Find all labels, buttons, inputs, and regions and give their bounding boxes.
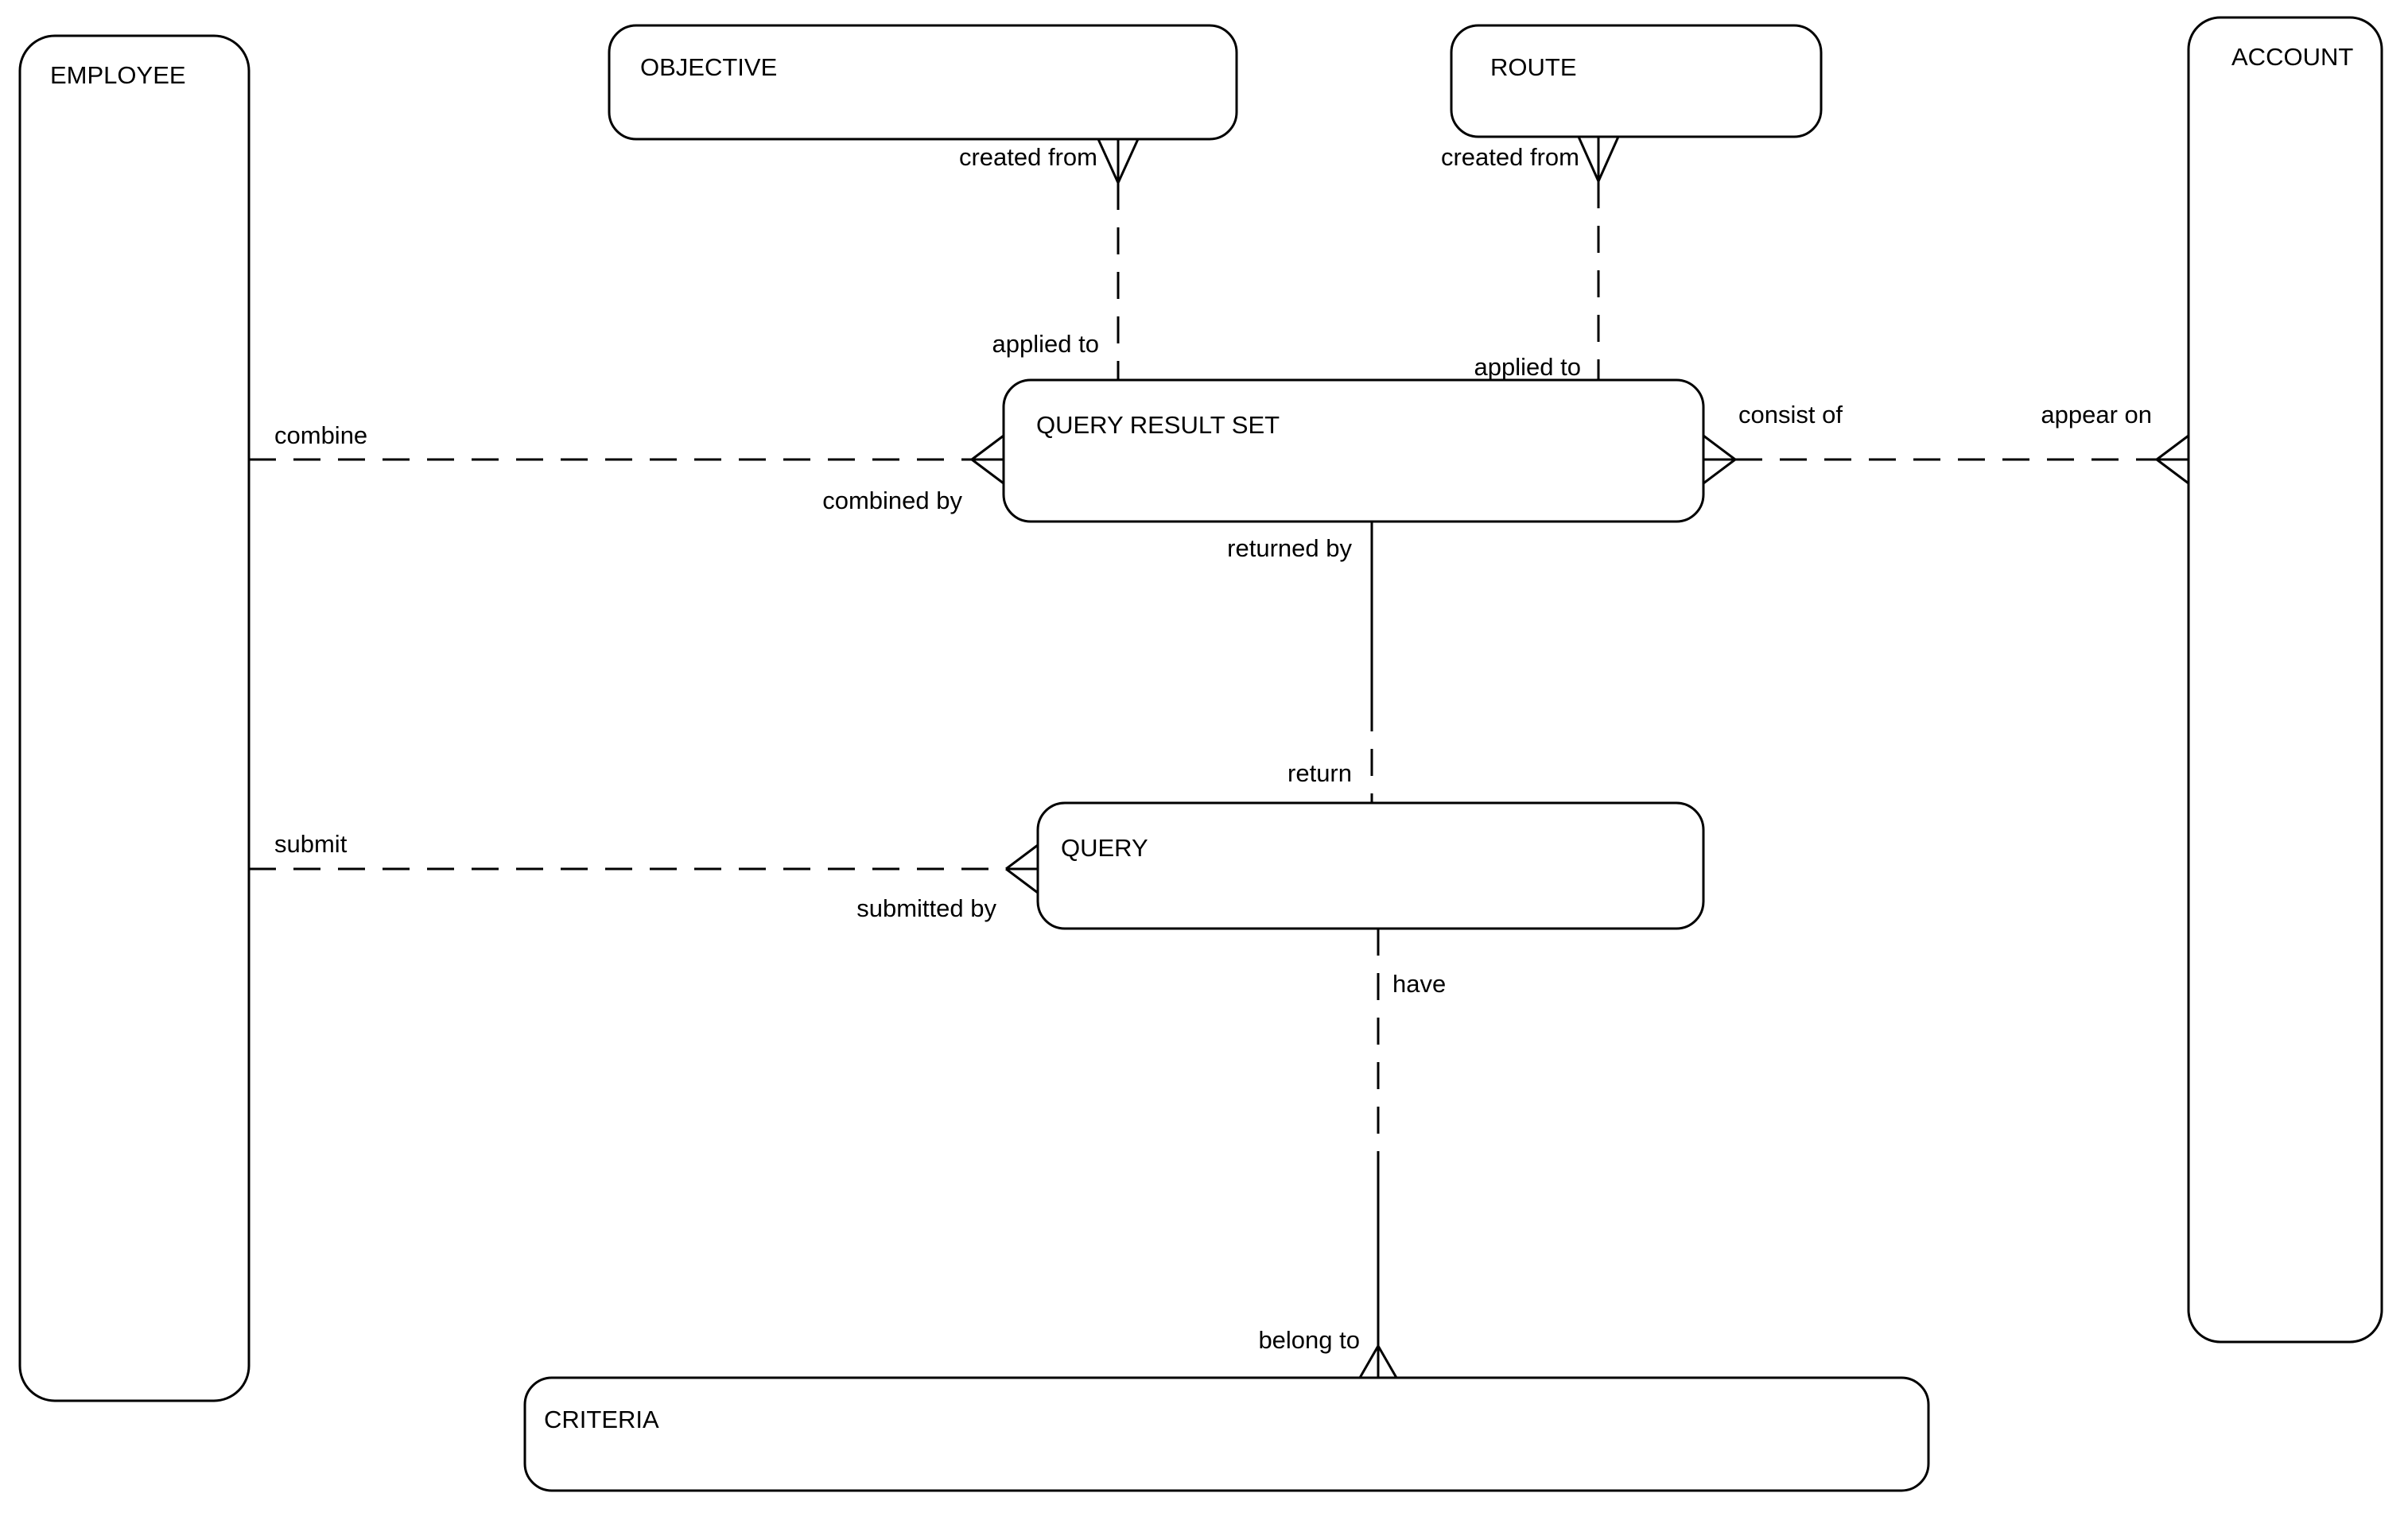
rel-label-submit: submit (274, 830, 348, 858)
entity-label-objective: OBJECTIVE (640, 53, 777, 81)
relationship-query-criteria[interactable]: have belong to (1258, 929, 1446, 1379)
rel-label-return: return (1288, 759, 1352, 787)
entity-criteria[interactable]: CRITERIA (523, 1376, 1930, 1492)
crowfoot-many-qrs-left-combined (971, 434, 1004, 485)
rel-label-returned-by: returned by (1227, 534, 1352, 562)
entity-label-employee: EMPLOYEE (50, 61, 186, 89)
entity-label-account: ACCOUNT (2231, 43, 2353, 71)
entity-box-account[interactable] (2187, 16, 2383, 1344)
rel-label-combined-by: combined by (822, 487, 962, 514)
crowfoot-many-objective (1097, 138, 1140, 184)
rel-label-have: have (1392, 970, 1446, 998)
entity-account[interactable]: ACCOUNT (2187, 16, 2383, 1344)
entity-objective[interactable]: OBJECTIVE (608, 24, 1238, 141)
entity-employee[interactable]: EMPLOYEE (18, 34, 251, 1402)
entity-box-query-result-set[interactable] (1002, 378, 1705, 523)
relationship-query-result-set-query[interactable]: returned by return (1227, 522, 1373, 803)
entity-query[interactable]: QUERY (1036, 801, 1705, 930)
relationship-route-query-result-set[interactable]: created from applied to (1441, 136, 1620, 381)
crowfoot-many-criteria-belong-to (1358, 1345, 1398, 1379)
entity-box-objective[interactable] (608, 24, 1238, 141)
relationship-query-result-set-account[interactable]: consist of appear on (1703, 401, 2189, 485)
entity-box-criteria[interactable] (523, 1376, 1930, 1492)
rel-label-consist-of: consist of (1738, 401, 1843, 429)
relationship-employee-query-result-set[interactable]: combine combined by (249, 421, 1004, 514)
entity-route[interactable]: ROUTE (1450, 24, 1823, 138)
entity-box-query[interactable] (1036, 801, 1705, 930)
rel-label-appear-on: appear on (2041, 401, 2152, 429)
rel-label-created-from-route: created from (1441, 143, 1579, 171)
crowfoot-many-qrs-right-consist-of (1703, 434, 1736, 485)
entity-label-query: QUERY (1061, 834, 1148, 862)
crowfoot-many-route (1577, 136, 1620, 182)
relationship-employee-query[interactable]: submit submitted by (249, 830, 1039, 922)
entity-label-query-result-set: QUERY RESULT SET (1036, 411, 1280, 439)
rel-label-combine: combine (274, 421, 367, 449)
rel-label-created-from-objective: created from (959, 143, 1097, 171)
entity-box-employee[interactable] (18, 34, 251, 1402)
entity-box-route[interactable] (1450, 24, 1823, 138)
crowfoot-many-query-left-submitted-by (1005, 843, 1039, 894)
rel-label-submitted-by: submitted by (856, 894, 996, 922)
entity-label-criteria: CRITERIA (544, 1406, 659, 1433)
relationship-objective-query-result-set[interactable]: created from applied to (959, 138, 1140, 380)
entity-label-route: ROUTE (1490, 53, 1577, 81)
rel-label-applied-to-route: applied to (1474, 353, 1581, 381)
crowfoot-many-account-appear-on (2156, 434, 2189, 485)
rel-label-belong-to: belong to (1258, 1326, 1360, 1354)
entity-query-result-set[interactable]: QUERY RESULT SET (1002, 378, 1705, 523)
rel-label-applied-to-objective: applied to (992, 330, 1099, 358)
